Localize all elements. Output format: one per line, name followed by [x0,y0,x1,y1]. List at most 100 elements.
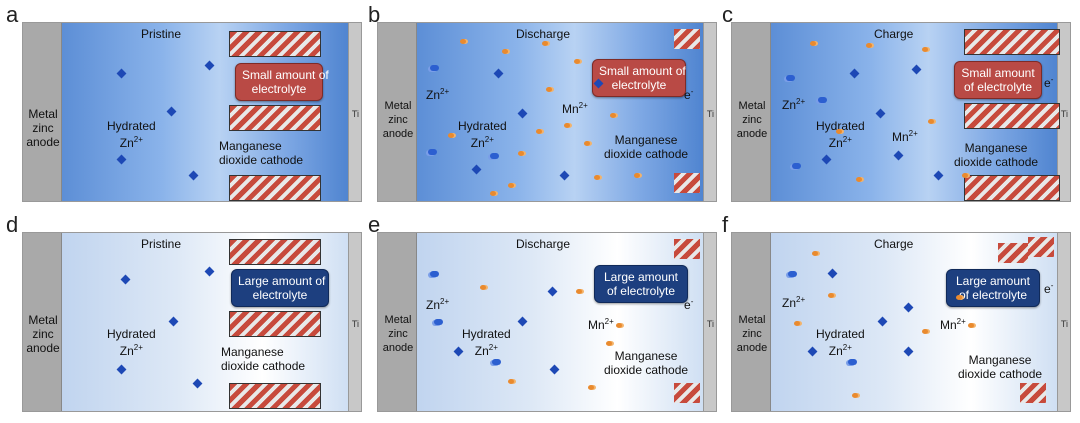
manganese-ion-icon [836,129,842,134]
ti-label: Ti [1060,109,1068,119]
panel-letter-f: f [722,212,729,237]
manganese-ion-icon [508,183,514,188]
zinc-ion-icon [490,153,499,159]
panel-title: Charge [874,27,914,41]
ti-current-collector [348,233,361,411]
zinc-ion-icon [430,271,439,277]
manganese-ion-icon [460,39,466,44]
manganese-ion-icon [480,285,486,290]
manganese-ion-icon [490,191,496,196]
manganese-ion-icon [448,133,454,138]
panel-letter-c: c [722,2,733,27]
panel-letter-b: b [368,2,381,27]
electrolyte-amount-box: Small amount of electrolyte [235,63,329,101]
ti-label: Ti [351,109,359,119]
zinc-anode [378,23,417,201]
manganese-ion-icon [962,173,968,178]
zinc-ion-icon [786,75,795,81]
electrolyte [416,23,704,201]
zinc-ion-label: Zn2+ [426,87,450,102]
manganese-ion-icon [922,329,928,334]
hydrated-zinc-ion-icon [874,107,887,120]
ti-label: Ti [351,319,359,329]
electron-label: e- [684,87,694,102]
panel-title: Pristine [141,27,182,41]
hydrated-zinc-ion-icon [516,107,529,120]
hydrated-zinc-ion-icon [826,267,839,280]
manganese-ion-icon [574,59,580,64]
manganese-ion-icon [584,141,590,146]
electrolyte-amount-box: Large amount of electrolyte [231,269,329,307]
electrolyte-amount-box: Large amount of electrolyte [594,265,688,303]
zinc-anode [23,23,62,201]
anode-label: Metal zinc anode [736,100,768,140]
electron-label: e- [684,297,694,312]
electron-label: e- [1044,75,1054,90]
panel-d: Ti Metal zinc anode Pristine Large amoun… [22,232,362,412]
zinc-ion-icon [848,359,857,365]
manganese-ion-icon [536,129,542,134]
hydrated-zinc-ion-icon [203,59,216,72]
zinc-ion-icon [492,359,501,365]
manganese-ion-label: Mn2+ [892,129,918,144]
hydrated-zinc-ion-icon [119,273,132,286]
manganese-ion-icon [542,41,548,46]
manganese-ion-icon [518,151,524,156]
zinc-anode [732,233,771,411]
cathode-label: Manganese dioxide cathode [958,353,1043,381]
hydrated-zinc-ion-icon [115,67,128,80]
panel-title: Discharge [516,237,571,251]
hydrated-zinc-ion-icon [492,67,505,80]
anode-label: Metal zinc anode [382,314,414,354]
manganese-ion-icon [564,123,570,128]
hydrated-zinc-ion-icon [115,153,128,166]
manganese-ion-icon [928,119,934,124]
manganese-ion-icon [606,341,612,346]
cathode-label: Manganese dioxide cathode [219,139,304,167]
mno2-fragment [674,239,700,259]
mno2-layer [229,239,321,265]
mno2-fragment [1028,237,1054,257]
mno2-fragment [674,173,700,193]
manganese-ion-icon [634,173,640,178]
mno2-layer [229,175,321,201]
hydrated-zinc-ion-icon [806,345,819,358]
manganese-ion-icon [594,175,600,180]
manganese-ion-icon [794,321,800,326]
manganese-ion-icon [610,113,616,118]
ti-current-collector [703,233,716,411]
hydrated-zinc-ion-icon [932,169,945,182]
manganese-ion-label: Mn2+ [562,101,588,116]
hydrated-zinc-ion-icon [191,377,204,390]
hydrated-zinc-ion-icon [592,77,605,90]
hydrated-zinc-ion-icon [876,315,889,328]
hydrated-zinc-ion-icon [902,345,915,358]
hydrated-zinc-ion-icon [848,67,861,80]
hydrated-zinc-ion-icon [516,315,529,328]
hydrated-zinc-ion-icon [820,153,833,166]
hydrated-zinc-ion-icon [167,315,180,328]
zinc-ion-icon [430,65,439,71]
panel-a: Ti Metal zinc anode Pristine Small amoun… [22,22,362,202]
manganese-ion-icon [856,177,862,182]
mno2-fragment [998,243,1028,263]
zinc-ion-label: Zn2+ [782,295,806,310]
ti-current-collector [1057,233,1070,411]
anode-label: Metal zinc anode [26,107,60,149]
manganese-ion-icon [968,323,974,328]
manganese-ion-icon [546,87,552,92]
mno2-layer [229,31,321,57]
mno2-layer [229,311,321,337]
hydrated-zinc-ion-icon [115,363,128,376]
ti-current-collector [348,23,361,201]
manganese-ion-icon [828,293,834,298]
manganese-ion-icon [616,323,622,328]
zinc-ion-icon [792,163,801,169]
zinc-anode [732,23,771,201]
hydrated-zinc-ion-icon [452,345,465,358]
anode-label: Metal zinc anode [26,313,60,355]
